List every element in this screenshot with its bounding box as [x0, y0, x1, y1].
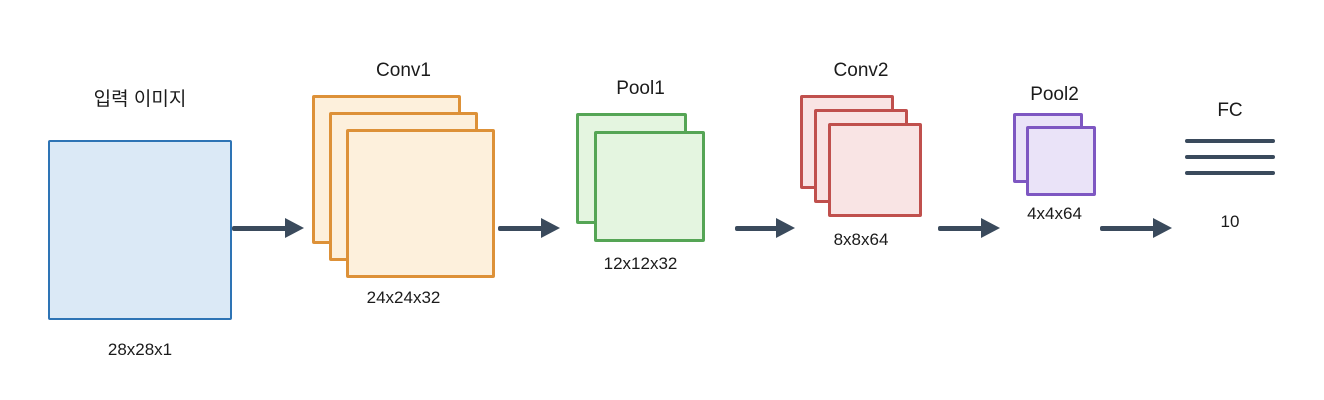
- conv2-layer-square: [828, 123, 922, 217]
- conv1-feature-map-stack: [312, 95, 495, 278]
- arrow-head-icon: [1153, 218, 1172, 238]
- fc-line: [1185, 139, 1275, 143]
- arrow-conv1-to-pool1: [498, 218, 560, 238]
- input-dims-label: 28x28x1: [107, 340, 173, 359]
- fc-node-label: FC: [1217, 100, 1243, 121]
- fc-dims-label: 10: [1220, 212, 1240, 231]
- pool1-feature-map-stack: [576, 113, 705, 242]
- arrow-shaft: [1100, 226, 1155, 231]
- arrow-shaft: [938, 226, 983, 231]
- fc-layer-lines: [1185, 139, 1275, 181]
- conv1-dims-label: 24x24x32: [366, 288, 441, 307]
- pool2-feature-map-stack: [1013, 113, 1096, 196]
- arrow-shaft: [232, 226, 287, 231]
- conv2-dims-label: 8x8x64: [833, 230, 889, 249]
- conv1-node-label: Conv1: [376, 60, 431, 81]
- conv2-feature-map-stack: [800, 95, 922, 217]
- conv1-layer-square: [346, 129, 495, 278]
- input-image-square: [48, 140, 232, 320]
- pool1-layer-square: [594, 131, 705, 242]
- arrow-head-icon: [285, 218, 304, 238]
- pool2-dims-label: 4x4x64: [1027, 204, 1082, 223]
- arrow-conv2-to-pool2: [938, 218, 1000, 238]
- arrow-head-icon: [541, 218, 560, 238]
- pool1-dims-label: 12x12x32: [603, 254, 678, 273]
- arrow-input-to-conv1: [232, 218, 304, 238]
- arrow-head-icon: [981, 218, 1000, 238]
- pool2-node-label: Pool2: [1030, 84, 1079, 105]
- input-node-label: 입력 이미지: [93, 89, 187, 110]
- pool1-node-label: Pool1: [616, 78, 665, 99]
- pool2-layer-square: [1026, 126, 1096, 196]
- arrow-head-icon: [776, 218, 795, 238]
- arrow-pool1-to-conv2: [735, 218, 795, 238]
- arrow-shaft: [735, 226, 778, 231]
- arrow-shaft: [498, 226, 543, 231]
- fc-line: [1185, 171, 1275, 175]
- conv2-node-label: Conv2: [833, 60, 889, 81]
- fc-line: [1185, 155, 1275, 159]
- arrow-pool2-to-fc: [1100, 218, 1172, 238]
